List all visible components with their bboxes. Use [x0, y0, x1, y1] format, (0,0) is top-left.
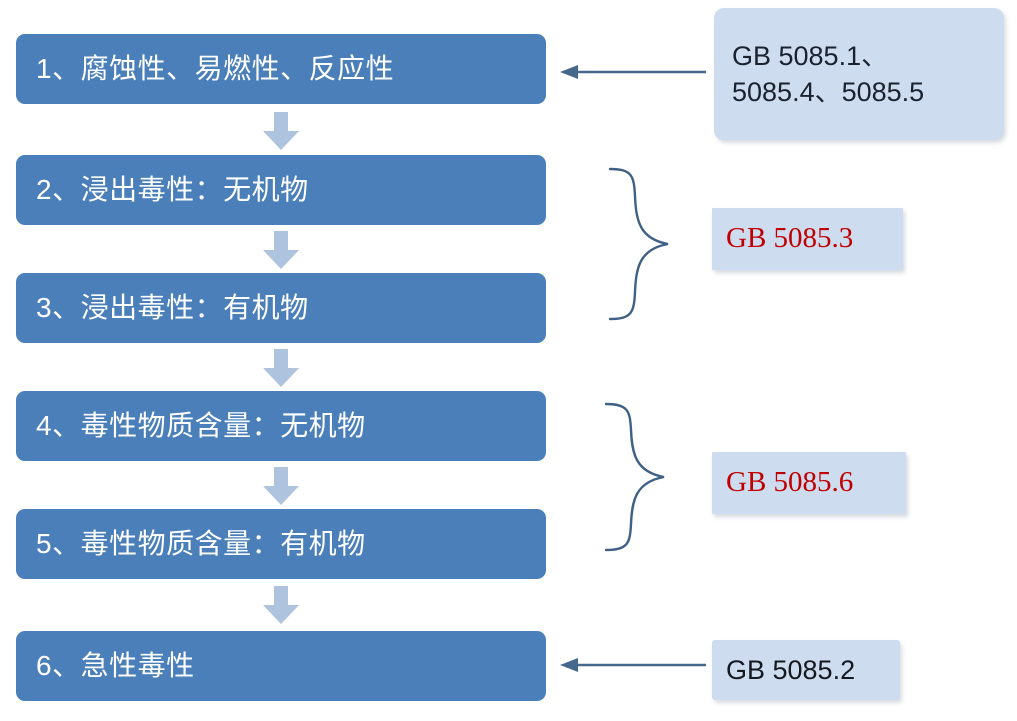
- process-step-4-label: 4、毒性物质含量：无机物: [36, 410, 366, 441]
- process-step-5-label: 5、毒性物质含量：有机物: [36, 528, 366, 559]
- process-step-2-label: 2、浸出毒性：无机物: [36, 174, 309, 205]
- brace-icon-content-group: [600, 401, 670, 553]
- down-arrow-icon: [259, 231, 303, 271]
- left-arrow-icon-top: [556, 60, 708, 84]
- process-step-3[interactable]: 3、浸出毒性：有机物: [16, 273, 546, 343]
- down-arrow-icon: [259, 467, 303, 507]
- standard-note-corrosivity-line1: GB 5085.1、: [732, 40, 889, 71]
- process-step-1[interactable]: 1、腐蚀性、易燃性、反应性: [16, 34, 546, 104]
- process-step-6[interactable]: 6、急性毒性: [16, 631, 546, 701]
- down-arrow-icon: [259, 349, 303, 389]
- process-step-6-label: 6、急性毒性: [36, 650, 195, 681]
- standard-note-leaching-label: GB 5085.3: [726, 222, 854, 255]
- standard-note-corrosivity-line2: 5085.4、5085.5: [732, 77, 925, 107]
- process-step-5[interactable]: 5、毒性物质含量：有机物: [16, 509, 546, 579]
- process-step-3-label: 3、浸出毒性：有机物: [36, 292, 309, 323]
- down-arrow-icon: [259, 586, 303, 626]
- process-step-4[interactable]: 4、毒性物质含量：无机物: [16, 391, 546, 461]
- standard-note-leaching[interactable]: GB 5085.3: [712, 208, 903, 270]
- standard-note-corrosivity[interactable]: GB 5085.1、 5085.4、5085.5: [714, 8, 1004, 140]
- standard-note-acute-toxicity[interactable]: GB 5085.2: [712, 640, 900, 700]
- brace-icon-leaching-group: [604, 166, 674, 322]
- left-arrow-icon-bottom: [556, 653, 708, 677]
- standard-note-acute-toxicity-label: GB 5085.2: [726, 654, 856, 685]
- down-arrow-icon: [259, 112, 303, 152]
- process-step-1-label: 1、腐蚀性、易燃性、反应性: [36, 53, 395, 84]
- standard-note-content-label: GB 5085.6: [726, 466, 854, 499]
- standard-note-content[interactable]: GB 5085.6: [712, 452, 906, 514]
- process-step-2[interactable]: 2、浸出毒性：无机物: [16, 155, 546, 225]
